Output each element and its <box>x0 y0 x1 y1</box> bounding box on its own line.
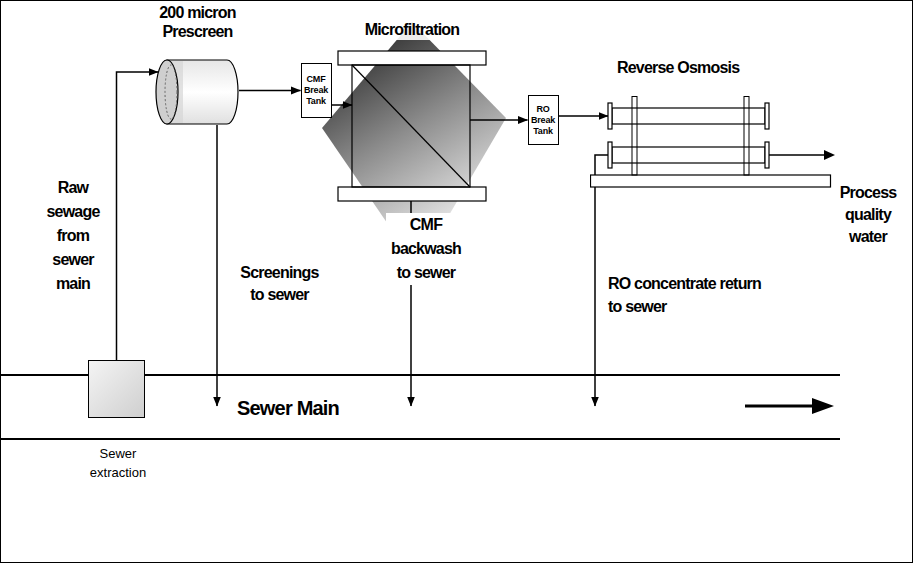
rack-bounds <box>608 100 769 171</box>
unit-title: Reverse Osmosis <box>617 58 739 78</box>
ro-node: Reverse Osmosis <box>585 55 835 190</box>
extract-node: Sewer extraction <box>86 360 150 485</box>
rack-post <box>632 97 637 176</box>
flow-connector <box>216 125 218 406</box>
edge-label-holder: CMF backwash to sewer <box>386 213 466 285</box>
note-label-holder: Process quality water <box>826 182 910 248</box>
flow-connector <box>559 115 609 117</box>
edge-label: Raw sewage from sewer main <box>40 176 106 296</box>
extraction-label-holder: Sewer extraction <box>86 444 150 482</box>
flow-arrow-line <box>745 405 815 408</box>
edge-label: Screenings to sewer <box>232 262 327 306</box>
pipe-label-holder: Sewer Main <box>237 396 339 420</box>
base-plate <box>591 175 831 187</box>
membrane-tube <box>612 108 765 124</box>
tank-node: RO Break Tank <box>528 95 559 145</box>
edge-label-holder: Screenings to sewer <box>232 262 327 306</box>
extraction-label: Sewer extraction <box>86 444 150 482</box>
flow-connector <box>595 155 608 406</box>
extraction-box <box>88 360 145 418</box>
microfiltration-unit <box>320 18 515 208</box>
mf-node: Microfiltration <box>320 18 515 208</box>
tube-flange <box>608 142 612 168</box>
flow-connector <box>117 72 159 360</box>
module-bounds <box>352 65 470 187</box>
prescreen-cylinder <box>155 58 239 126</box>
tank-label: CMF Break Tank <box>304 74 328 107</box>
tube-flange <box>765 142 769 168</box>
edge-label-holder: Raw sewage from sewer main <box>40 176 106 296</box>
edge-label: CMF backwash to sewer <box>386 213 466 285</box>
unit-title: Microfiltration <box>362 20 463 40</box>
flow-connector <box>332 104 353 106</box>
tube-flange <box>608 103 612 129</box>
unit-title-holder: 200 micron Prescreen <box>140 3 255 41</box>
output-arrow-head <box>824 150 835 160</box>
flow-connector <box>239 90 301 92</box>
prescreen-node: 200 micron Prescreen <box>140 3 255 128</box>
edge-label: RO concentrate return to sewer <box>608 272 768 318</box>
flow-arrow-head <box>812 398 834 414</box>
module-diagonal <box>352 65 470 187</box>
rack-post <box>744 97 749 176</box>
flow-connector <box>470 119 528 121</box>
reverse-osmosis-rack <box>590 96 832 189</box>
tube-flange <box>765 103 769 129</box>
unit-title: 200 micron Prescreen <box>140 3 255 41</box>
tank-node: CMF Break Tank <box>301 63 332 118</box>
header-bar <box>338 51 486 65</box>
edge-label-holder: RO concentrate return to sewer <box>608 272 768 318</box>
pipe-label: Sewer Main <box>237 396 339 420</box>
membrane-tube <box>612 147 765 163</box>
screen-mesh <box>165 65 177 119</box>
note-label: Process quality water <box>826 182 910 248</box>
header-bar <box>338 187 486 201</box>
output-arrow-line <box>769 154 826 156</box>
tank-label: RO Break Tank <box>531 104 555 137</box>
unit-title-holder: Microfiltration <box>338 20 486 40</box>
unit-title-holder: Reverse Osmosis <box>617 58 739 78</box>
module-body <box>352 65 470 187</box>
cylinder-end <box>156 60 178 124</box>
